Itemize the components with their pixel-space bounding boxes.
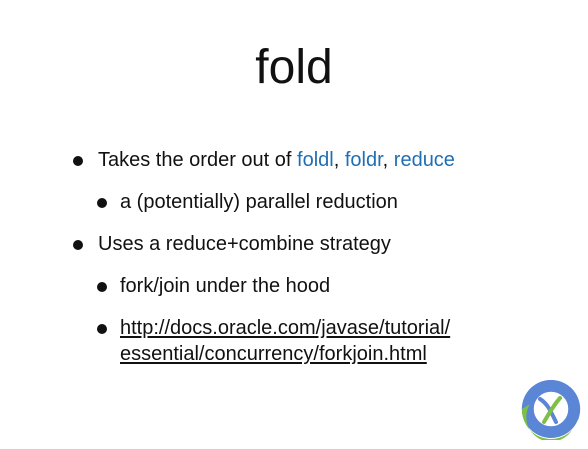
bullet-item-5-continued: essential/concurrency/forkjoin.html — [120, 341, 427, 367]
bullet-dot — [97, 324, 107, 334]
bullet-item-4: fork/join under the hood — [120, 275, 331, 297]
forkjoin-docs-link-continued[interactable]: essential/concurrency/forkjoin.html — [120, 343, 427, 365]
keyword-reduce: reduce — [393, 149, 455, 171]
bullet-dot — [97, 198, 107, 208]
bullet-dot — [97, 282, 107, 292]
separator: , — [333, 149, 345, 171]
forkjoin-docs-link[interactable]: http://docs.oracle.com/javase/tutorial/ — [120, 317, 451, 339]
bullet-dot — [73, 156, 83, 166]
bullet-item-1: Takes the order out of foldl, foldr, red… — [98, 147, 455, 173]
bullet-item-3: Uses a reduce+combine strategy — [98, 233, 391, 255]
keyword-foldl: foldl — [297, 149, 334, 171]
bullet-dot — [73, 240, 83, 250]
bullet-item-2: a (potentially) parallel reduction — [120, 191, 398, 213]
bullet-item-5: http://docs.oracle.com/javase/tutorial/ — [120, 315, 450, 341]
keyword-foldr: foldr — [344, 149, 383, 171]
slide-title: fold — [255, 41, 333, 94]
bullet-text: Takes the order out of — [98, 149, 298, 171]
separator: , — [382, 149, 394, 171]
clojure-logo-icon — [521, 379, 581, 440]
